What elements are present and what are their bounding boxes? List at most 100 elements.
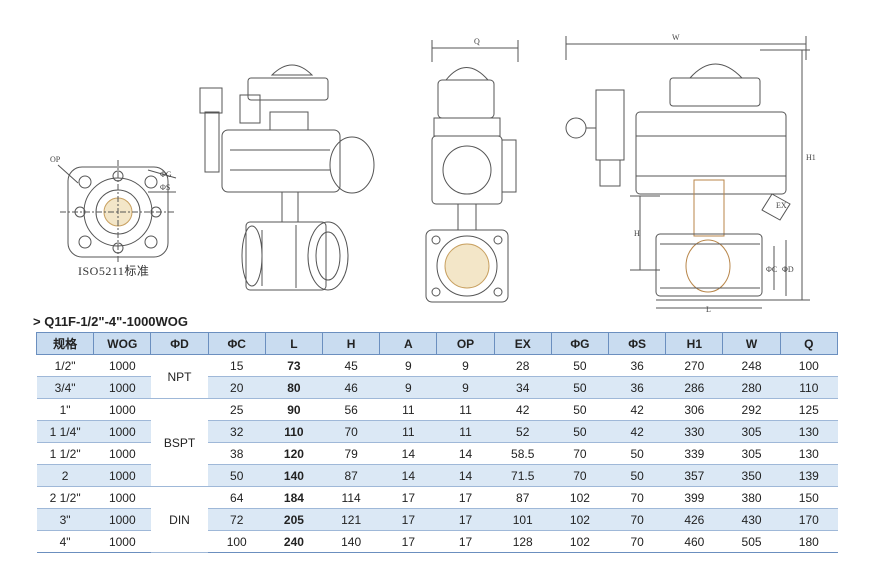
- table-cell: 46: [322, 376, 380, 399]
- table-cell: 70: [322, 420, 380, 443]
- table-cell: 114: [322, 486, 380, 509]
- table-cell: 38: [208, 442, 266, 465]
- header-cell: H1: [665, 332, 724, 355]
- table-cell: 1000: [93, 442, 151, 465]
- table-cell: 50: [551, 354, 609, 377]
- table-cell: 240: [265, 530, 323, 553]
- table-cell: 58.5: [494, 442, 552, 465]
- table-cell: 248: [722, 354, 781, 377]
- table-cell: 1 1/4": [36, 420, 94, 443]
- table-cell: 3/4": [36, 376, 94, 399]
- table-cell: 36: [608, 354, 666, 377]
- table-cell: 130: [780, 420, 838, 443]
- table-cell: 50: [551, 376, 609, 399]
- table-cell: 3": [36, 508, 94, 531]
- table-cell: 17: [436, 486, 495, 509]
- table-cell: 50: [608, 464, 666, 487]
- dim-op: OP: [50, 155, 61, 164]
- table-cell: 110: [265, 420, 323, 443]
- table-cell: 505: [722, 530, 781, 553]
- table-cell: 72: [208, 508, 266, 531]
- dim-h1: H1: [806, 153, 816, 162]
- table-cell: 1000: [93, 530, 151, 553]
- dim-l: L: [706, 305, 711, 314]
- table-cell: 56: [322, 398, 380, 421]
- table-cell: 17: [379, 530, 437, 553]
- header-cell: H: [322, 332, 381, 355]
- table-cell: 9: [379, 376, 437, 399]
- table-cell: 102: [551, 486, 609, 509]
- table-cell: 70: [608, 486, 666, 509]
- table-cell: 280: [722, 376, 781, 399]
- table-cell: 28: [494, 354, 552, 377]
- dim-c: ΦC: [766, 265, 777, 274]
- thread-type-cell: DIN: [150, 486, 209, 553]
- dim-s: ΦS: [160, 183, 170, 192]
- table-cell: 140: [265, 464, 323, 487]
- valve-section-drawing: [565, 36, 810, 309]
- table-cell: 184: [265, 486, 323, 509]
- table-cell: 11: [436, 398, 495, 421]
- table-cell: 70: [608, 508, 666, 531]
- table-cell: 339: [665, 442, 723, 465]
- iso-standard-label: ISO5211标准: [78, 264, 150, 278]
- model-title: > Q11F-1/2"-4"-1000WOG: [33, 314, 189, 329]
- header-cell: WOG: [93, 332, 152, 355]
- table-cell: 14: [436, 464, 495, 487]
- table-cell: 50: [608, 442, 666, 465]
- table-cell: 87: [494, 486, 552, 509]
- table-cell: 36: [608, 376, 666, 399]
- table-cell: 1 1/2": [36, 442, 94, 465]
- header-cell: ΦS: [608, 332, 667, 355]
- table-cell: 17: [379, 486, 437, 509]
- table-cell: 11: [379, 420, 437, 443]
- table-cell: 330: [665, 420, 723, 443]
- table-cell: 50: [551, 398, 609, 421]
- header-cell: L: [264, 332, 324, 355]
- table-cell: 170: [780, 508, 838, 531]
- table-cell: 20: [208, 376, 266, 399]
- table-cell: 120: [265, 442, 323, 465]
- valve-side-drawing: [425, 40, 519, 303]
- table-cell: 14: [436, 442, 495, 465]
- header-cell: EX: [493, 332, 552, 355]
- table-cell: 90: [265, 398, 323, 421]
- table-cell: 125: [780, 398, 838, 421]
- table-cell: 1/2": [36, 354, 94, 377]
- table-cell: 70: [551, 442, 609, 465]
- header-cell: ΦG: [550, 332, 610, 355]
- table-cell: 1000: [93, 376, 151, 399]
- table-cell: 130: [780, 442, 838, 465]
- valve-3d-drawing: [199, 64, 375, 291]
- table-cell: 350: [722, 464, 781, 487]
- table-cell: 286: [665, 376, 723, 399]
- table-cell: 110: [780, 376, 838, 399]
- table-cell: 50: [208, 464, 266, 487]
- table-cell: 9: [436, 376, 495, 399]
- table-cell: 64: [208, 486, 266, 509]
- table-cell: 205: [265, 508, 323, 531]
- dim-d: ΦD: [782, 265, 794, 274]
- table-cell: 460: [665, 530, 723, 553]
- dim-q: Q: [474, 37, 480, 46]
- table-cell: 139: [780, 464, 838, 487]
- iso-flange-drawing: [57, 160, 177, 262]
- table-cell: 14: [379, 464, 437, 487]
- table-cell: 73: [265, 354, 323, 377]
- table-cell: 15: [208, 354, 266, 377]
- dim-ex: EX: [776, 201, 787, 210]
- table-cell: 71.5: [494, 464, 552, 487]
- table-cell: 380: [722, 486, 781, 509]
- header-cell: ΦC: [207, 332, 266, 355]
- header-cell: OP: [436, 332, 495, 355]
- table-cell: 17: [436, 530, 495, 553]
- table-cell: 430: [722, 508, 781, 531]
- header-cell: W: [722, 332, 781, 355]
